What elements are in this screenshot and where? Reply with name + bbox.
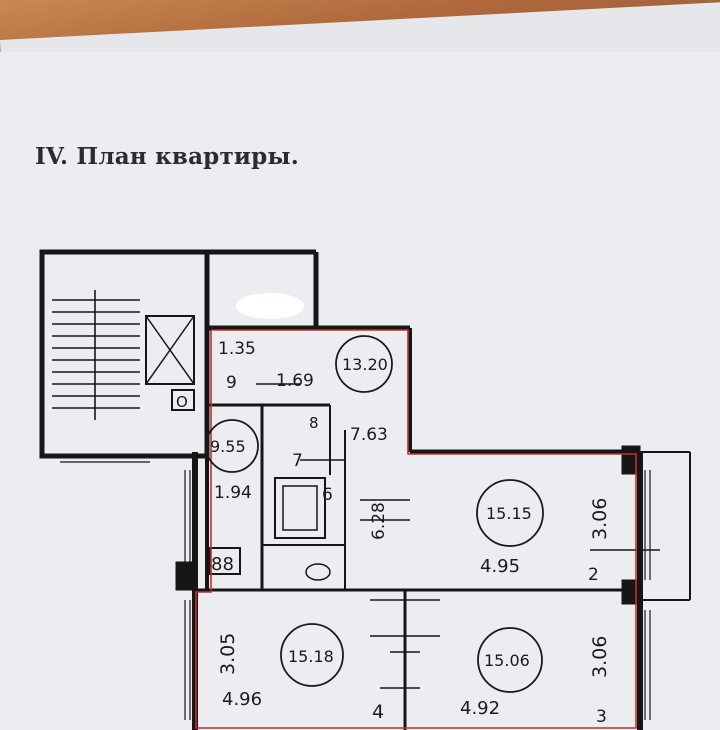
room4-area: 15.18 xyxy=(288,647,334,666)
room7-number: 7 xyxy=(292,451,303,471)
room4-width: 3.05 xyxy=(217,633,239,675)
apartment-walls xyxy=(175,325,691,730)
redacted-blob xyxy=(236,293,304,319)
room3-area: 15.06 xyxy=(484,651,530,670)
stairwell xyxy=(39,249,319,463)
room8-number: 8 xyxy=(309,414,319,432)
room4-length: 4.96 xyxy=(222,689,262,710)
room2-width: 3.06 xyxy=(589,498,611,540)
area-circles xyxy=(205,335,544,693)
apartment-outline xyxy=(195,329,637,729)
room9-dim-a: 1.35 xyxy=(218,339,256,359)
room2-number: 2 xyxy=(588,565,599,585)
room8-dim: 7.63 xyxy=(350,425,388,445)
room9-dim-b: 1.69 xyxy=(276,371,314,391)
room3-number: 3 xyxy=(596,707,607,727)
room8-area: 9.55 xyxy=(210,437,246,456)
room-dim-194: 1.94 xyxy=(214,483,252,503)
room4-number: 4 xyxy=(372,701,384,723)
page-title: IV. План квартиры. xyxy=(35,143,299,170)
room2-length: 4.95 xyxy=(480,556,520,577)
room9-area: 13.20 xyxy=(342,355,388,374)
elevator-label: O xyxy=(176,393,188,411)
room3-length: 4.92 xyxy=(460,698,500,719)
room6-number: 6 xyxy=(322,485,333,505)
room9-number: 9 xyxy=(226,373,237,393)
dim-628: 6.28 xyxy=(369,502,389,540)
stove-label: 88 xyxy=(211,554,234,575)
room3-width: 3.06 xyxy=(589,636,611,678)
room2-area: 15.15 xyxy=(486,504,532,523)
